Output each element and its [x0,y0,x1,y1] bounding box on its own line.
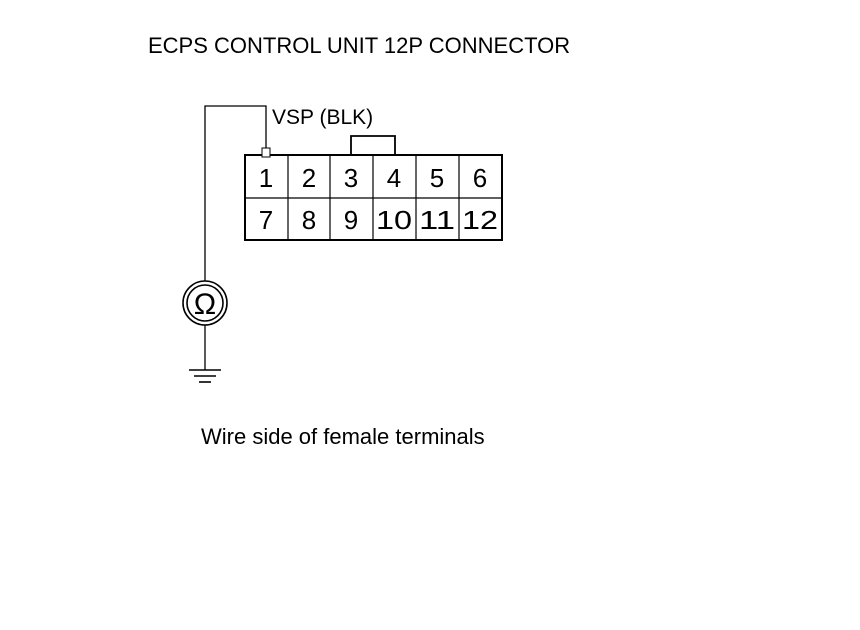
pin-label: 8 [302,205,316,235]
pin-label: 2 [302,163,316,193]
ground-icon [189,369,221,383]
diagram-title: ECPS CONTROL UNIT 12P CONNECTOR [148,33,570,58]
connector-key-tab [350,135,396,155]
probe-wire [204,105,267,282]
pin-row-bottom: 7 8 9 10 11 12 [259,205,498,235]
pin-label: 1 [259,163,273,193]
pin-label: 9 [344,205,358,235]
connector-grid [245,155,502,240]
pin-label: 6 [473,163,487,193]
pin-label: 11 [419,205,455,235]
pin-label: 4 [387,163,401,193]
pin-label: 12 [462,205,498,235]
pin-label: 5 [430,163,444,193]
wire-label: VSP (BLK) [272,106,373,129]
pin-label: 10 [376,205,412,235]
probe-tip [261,147,271,158]
ohm-icon: Ω [194,288,216,321]
pin-label: 3 [344,163,358,193]
diagram-caption: Wire side of female terminals [201,424,485,449]
pin-row-top: 1 2 3 4 5 6 [259,163,487,193]
pin-label: 7 [259,205,273,235]
ohmmeter: Ω [182,280,228,326]
